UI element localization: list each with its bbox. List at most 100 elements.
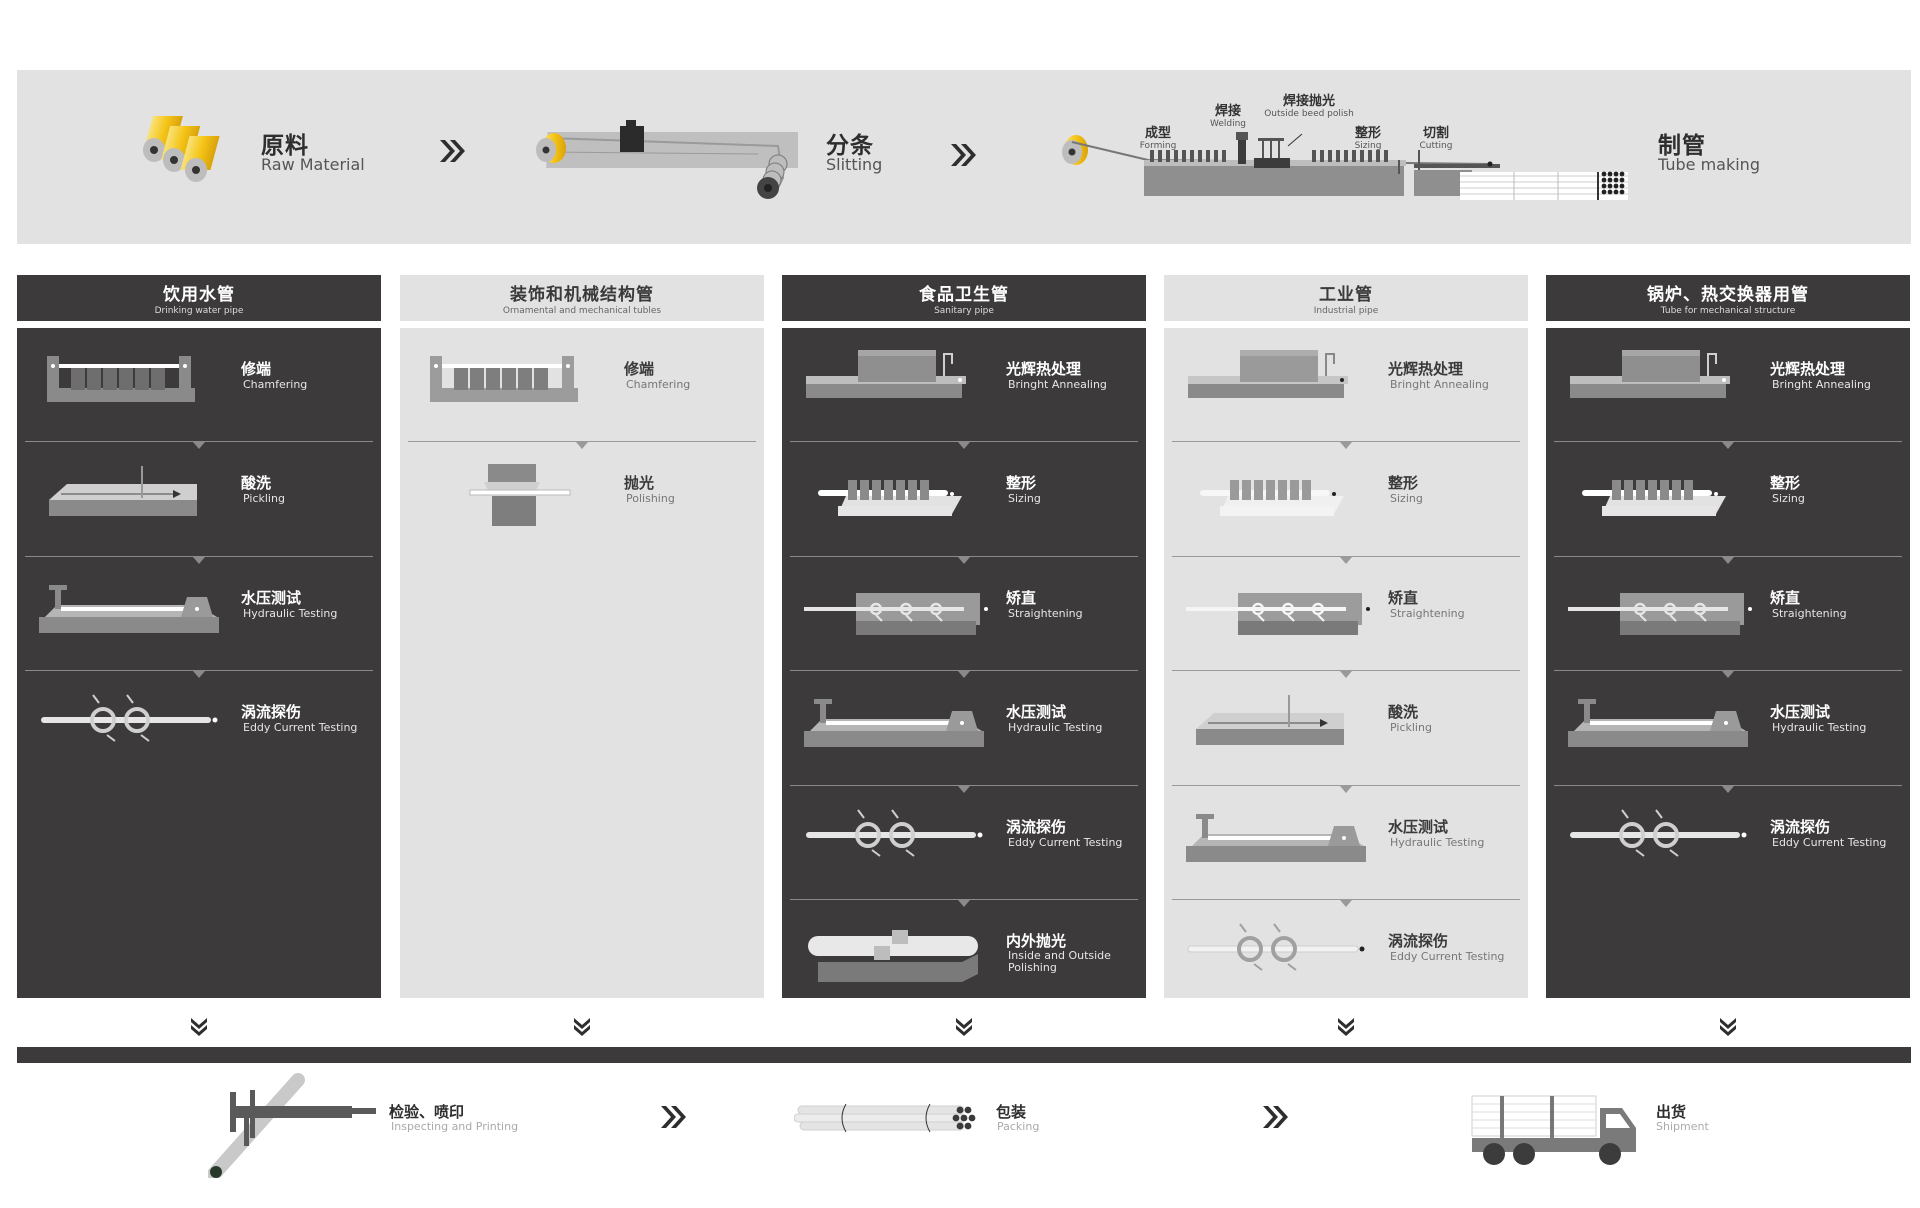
- step-label-en: Straightening: [1008, 606, 1083, 620]
- step-label-zh: 抛光: [624, 474, 655, 493]
- step-label-en: Eddy Current Testing: [243, 721, 358, 735]
- bottom-divider-bar: [17, 1047, 1911, 1063]
- stage-raw-material-en: Raw Material: [261, 155, 365, 174]
- step-label-en: Bringht Annealing: [1390, 378, 1489, 391]
- flow-down-triangle-icon: [958, 900, 970, 907]
- step-label-zh: 矫直: [1770, 588, 1801, 607]
- step-label-zh: 矫直: [1388, 588, 1419, 607]
- flow-down-triangle-icon: [1340, 900, 1352, 907]
- step-separator: [790, 784, 1138, 786]
- pipe-bundle-icon: [794, 1103, 976, 1133]
- step-separator: [1554, 441, 1902, 443]
- step-separator: [408, 441, 756, 443]
- double-chevron-right-icon: [440, 140, 465, 162]
- final-inspect-zh: 检验、喷印: [389, 1103, 465, 1121]
- step-label-zh: 水压测试: [241, 588, 302, 607]
- flow-down-triangle-icon: [1340, 785, 1352, 793]
- flow-down-triangle-icon: [193, 442, 205, 450]
- column-title-en: Ornamental and mechanical tubles: [502, 306, 662, 316]
- step-label-en: Bringht Annealing: [1008, 378, 1107, 391]
- double-chevron-down-icon: [191, 1018, 207, 1036]
- mill-label-cutting-en: Cutting: [1419, 141, 1453, 151]
- step-separator: [790, 441, 1138, 443]
- step-separator: [1554, 555, 1902, 557]
- step-label-zh: 光辉热处理: [1770, 360, 1846, 378]
- step-label-en: Eddy Current Testing: [1390, 950, 1505, 963]
- step-label-en: Hydraulic Testing: [1008, 721, 1103, 735]
- column-title-en: Tube for mechanical structure: [1660, 306, 1796, 316]
- mill-label-sizing: 整形 Sizing: [1338, 122, 1398, 151]
- final-inspect-en: Inspecting and Printing: [391, 1120, 519, 1133]
- step-label-en: Straightening: [1772, 606, 1847, 620]
- double-chevron-right-icon: [1263, 1106, 1288, 1128]
- step-separator: [1172, 899, 1520, 900]
- mill-label-bead-polish-zh: 焊接抛光: [1282, 94, 1335, 109]
- step-label-zh: 修端: [624, 360, 655, 378]
- double-chevron-down-icon: [574, 1018, 590, 1036]
- mill-label-sizing-zh: 整形: [1354, 126, 1381, 141]
- step-label-en: Eddy Current Testing: [1772, 835, 1887, 849]
- mill-label-bead-polish: 焊接抛光 Outside beed polish: [1256, 90, 1362, 119]
- flow-down-triangle-icon: [958, 442, 970, 450]
- double-chevron-down-icon: [1720, 1018, 1736, 1036]
- step-separator: [1172, 555, 1520, 557]
- step-label-zh: 内外抛光: [1006, 932, 1067, 950]
- step-label-en: Sizing: [1008, 492, 1041, 506]
- final-packing-en: Packing: [997, 1120, 1040, 1133]
- step-label-en: Hydraulic Testing: [1390, 835, 1485, 849]
- step-label-en: Straightening: [1390, 606, 1465, 620]
- step-label-zh: 整形: [1770, 474, 1801, 493]
- double-chevron-right-icon: [951, 144, 976, 166]
- flow-down-triangle-icon: [576, 442, 588, 450]
- double-chevron-right-icon: [661, 1106, 686, 1128]
- double-chevron-down-icon: [1338, 1018, 1354, 1036]
- step-label-en: Eddy Current Testing: [1008, 835, 1123, 849]
- mill-label-forming-en: Forming: [1139, 141, 1177, 151]
- column-title-zh: 工业管: [1319, 285, 1373, 305]
- step-label-zh: 矫直: [1006, 588, 1037, 607]
- double-chevron-down-icon: [956, 1018, 972, 1036]
- step-label-en: Chamfering: [626, 378, 691, 391]
- raw-material-coils-icon: [143, 116, 220, 182]
- step-separator: [1554, 784, 1902, 786]
- step-label-zh: 涡流探伤: [1770, 817, 1831, 836]
- final-shipment-zh: 出货: [1656, 1103, 1687, 1121]
- mill-label-sizing-en: Sizing: [1354, 141, 1382, 151]
- slitting-machine-icon: [536, 120, 798, 199]
- step-label-zh: 涡流探伤: [1006, 817, 1067, 836]
- step-label-en: Chamfering: [243, 378, 308, 391]
- step-label-en: Pickling: [1390, 721, 1432, 735]
- flow-down-triangle-icon: [958, 785, 970, 793]
- flow-down-triangle-icon: [193, 671, 205, 679]
- column-title-en: Sanitary pipe: [934, 306, 994, 316]
- step-label-zh: 水压测试: [1770, 703, 1831, 722]
- flow-down-triangle-icon: [1722, 442, 1734, 450]
- column-title-zh: 锅炉、热交换器用管: [1647, 285, 1809, 305]
- step-separator: [790, 899, 1138, 900]
- step-label-zh: 整形: [1006, 474, 1037, 493]
- flow-down-triangle-icon: [1340, 671, 1352, 679]
- flow-down-triangle-icon: [1340, 442, 1352, 450]
- stage-slitting-zh: 分条: [826, 133, 874, 159]
- step-label-zh: 涡流探伤: [241, 703, 302, 722]
- step-label-zh: 酸洗: [1388, 703, 1419, 722]
- truck-icon: [1471, 1095, 1636, 1165]
